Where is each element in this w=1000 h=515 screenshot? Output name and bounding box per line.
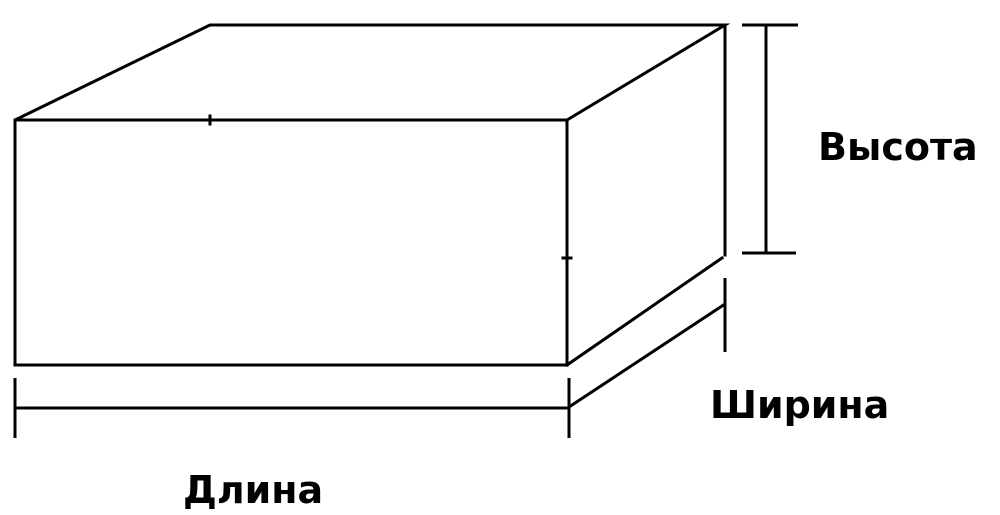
width-dimension (568, 278, 727, 409)
length-dimension (13, 378, 571, 438)
height-dimension (742, 23, 798, 255)
box-bottom-right-edge (564, 255, 725, 368)
box-front-face (13, 118, 569, 367)
length-label: Длина (183, 468, 323, 512)
width-label: Ширина (710, 383, 889, 427)
box-top-face (14, 23, 731, 122)
height-label: Высота (818, 125, 978, 169)
